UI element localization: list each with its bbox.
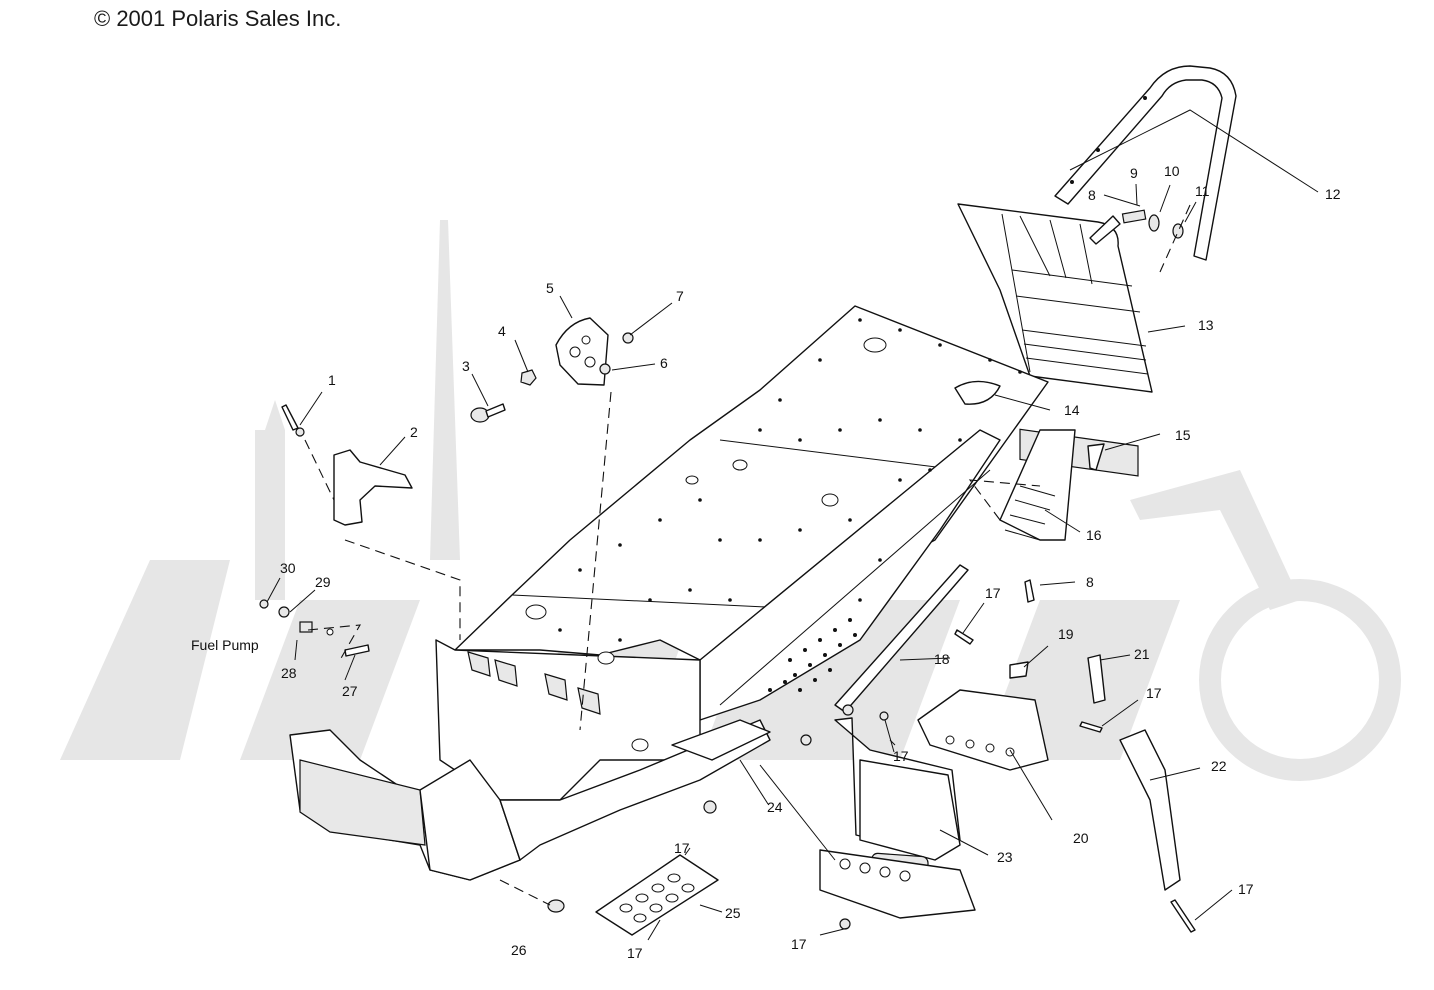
mount-plate-hardware: [470, 317, 634, 423]
callout-15: 15: [1175, 427, 1191, 443]
copyright-notice: © 2001 Polaris Sales Inc.: [94, 6, 342, 31]
callout-24: 24: [767, 799, 783, 815]
side-panel-window: [819, 717, 976, 919]
callout-14: 14: [1064, 402, 1080, 418]
running-board-rail: [834, 564, 969, 713]
plug: [547, 899, 565, 913]
callout-22: 22: [1211, 758, 1227, 774]
callout-27: 27: [342, 683, 358, 699]
callout-17-a: 17: [985, 585, 1001, 601]
fuel-pump-label: Fuel Pump: [191, 637, 259, 653]
callout-29: 29: [315, 574, 331, 590]
fasteners: [703, 629, 1196, 933]
callout-17-e: 17: [627, 945, 643, 961]
side-strip: [1119, 729, 1181, 891]
crossbar: [671, 719, 771, 761]
bumper-hardware: [1024, 209, 1184, 603]
callout-labels: 1 2 3 4 5 6 7 8 8 9 10 11 12 13 14 15 16…: [191, 163, 1341, 961]
callout-28: 28: [281, 665, 297, 681]
callout-3: 3: [462, 358, 470, 374]
callout-20: 20: [1073, 830, 1089, 846]
callout-26: 26: [511, 942, 527, 958]
callout-16: 16: [1086, 527, 1102, 543]
callout-9: 9: [1130, 165, 1138, 181]
callout-4: 4: [498, 323, 506, 339]
bracket-assembly: [281, 404, 413, 526]
callout-17-c: 17: [893, 748, 909, 764]
perforated-plate: [595, 854, 719, 936]
callout-25: 25: [725, 905, 741, 921]
callout-10: 10: [1164, 163, 1180, 179]
callout-30: 30: [280, 560, 296, 576]
rear-flap-assembly: [999, 429, 1105, 541]
callout-17-d: 17: [674, 840, 690, 856]
callout-1: 1: [328, 372, 336, 388]
chassis-tunnel: [289, 305, 1049, 881]
callout-6: 6: [660, 355, 668, 371]
callout-13: 13: [1198, 317, 1214, 333]
callout-23: 23: [997, 849, 1013, 865]
callout-17-f: 17: [791, 936, 807, 952]
fuel-pump-hardware: [259, 599, 370, 657]
callout-2: 2: [410, 424, 418, 440]
callout-11: 11: [1195, 183, 1210, 199]
callout-12: 12: [1325, 186, 1341, 202]
heat-shield-assembly: [917, 654, 1106, 771]
callout-17-b: 17: [1146, 685, 1162, 701]
leader-lines: [266, 109, 1319, 941]
callout-5: 5: [546, 280, 554, 296]
callout-7: 7: [676, 288, 684, 304]
callout-19: 19: [1058, 626, 1074, 642]
callout-8-top: 8: [1088, 187, 1096, 203]
rear-bumper-bar: [1054, 65, 1237, 261]
callout-17-g: 17: [1238, 881, 1254, 897]
callout-21: 21: [1134, 646, 1150, 662]
callout-8-lower: 8: [1086, 574, 1094, 590]
callout-18: 18: [934, 651, 950, 667]
